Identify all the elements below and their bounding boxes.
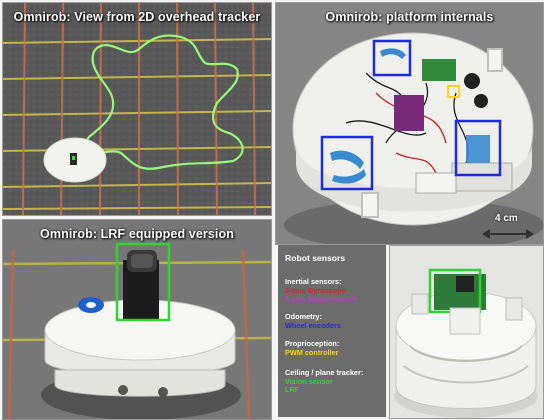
internals-panel: Omnirob: platform internals [275,2,544,245]
legend-item-vision: Vision sensor [285,376,333,386]
internals-image [276,3,543,244]
scale-label: 4 cm [495,213,518,224]
legend-group-ceiling: Ceiling / plane tracker: Vision sensor L… [285,368,364,395]
legend-group-odometry: Odometry: Wheel encoders [285,312,341,330]
tracker-panel-title: Omnirob: View from 2D overhead tracker [13,10,261,24]
sensor-photo-panel [389,245,544,419]
legend-item-encoders: Wheel encoders [285,320,341,330]
tracker-panel: Omnirob: View from 2D overhead tracker [2,2,272,216]
legend-label-inertial: Inertial sensors: [285,277,342,286]
legend-title: Robot sensors [285,253,346,263]
legend-group-proprio: Proprioception: PWM controller [285,339,340,357]
control-board [394,95,424,131]
legend-item-pwm: PWM controller [285,347,339,357]
tracker-image [3,3,271,215]
legend-item-gyroscope: 3-axis Gyroscope [285,285,346,295]
legend-label-proprio: Proprioception: [285,339,340,348]
sensor-legend: Robot sensors Inertial sensors: 3-axis G… [278,245,386,417]
scale-arrow [482,229,534,239]
wheel-encoder-boxes [320,39,502,191]
internals-panel-title: Omnirob: platform internals [325,10,494,24]
legend-label-odometry: Odometry: [285,312,322,321]
legend-item-magnetometer: 3-axis Magnetometer [285,294,358,304]
pwm-controller-box [447,85,460,98]
legend-item-lrf: LRF [285,385,300,395]
lrf-image [3,220,271,419]
lrf-panel: Omnirob: LRF equipped version [2,219,272,420]
lrf-panel-title: Omnirob: LRF equipped version [40,227,234,241]
robot-trajectory [78,34,244,170]
legend-group-inertial: Inertial sensors: 3-axis Gyroscope 3-axi… [285,277,358,304]
legend-label-ceiling: Ceiling / plane tracker: [285,368,364,377]
omnirob-lrf-robot [41,242,241,419]
tracked-robot-marker [43,137,107,183]
sensor-photo-image [390,246,543,418]
